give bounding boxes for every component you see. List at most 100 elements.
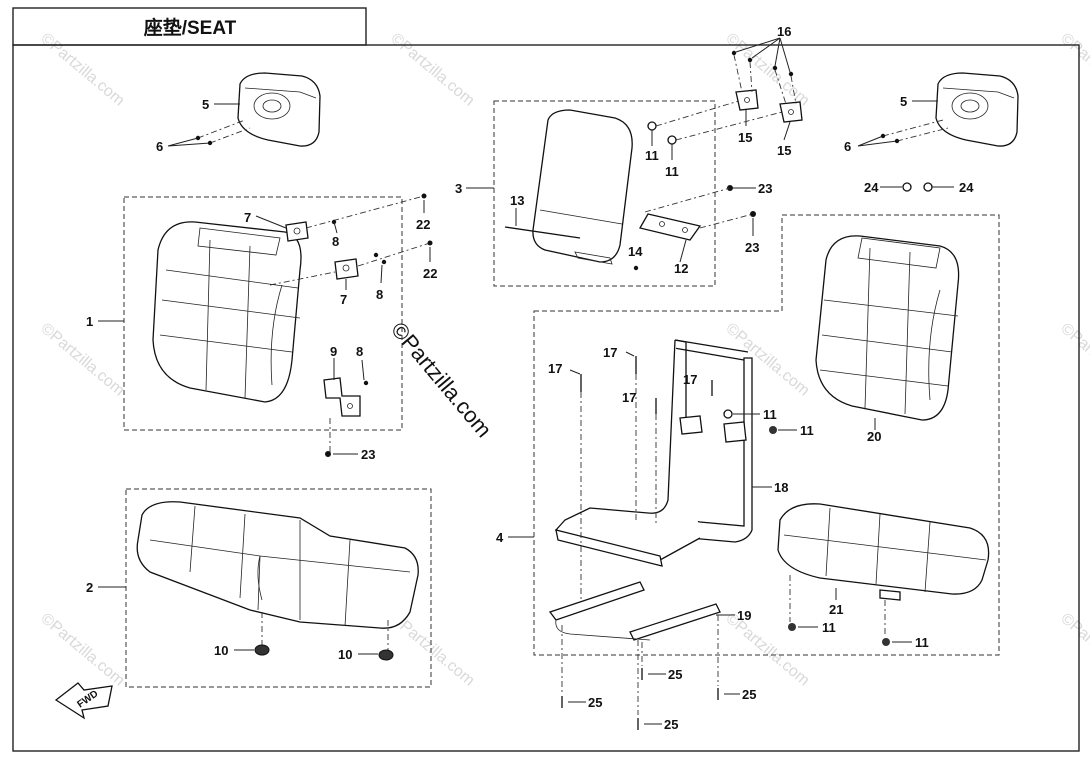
callout-23: 23	[361, 447, 375, 462]
leader-line	[568, 673, 740, 725]
watermark: ©Partzilla.com	[722, 610, 812, 689]
title-box	[12, 7, 367, 46]
seat-frame	[554, 339, 753, 567]
watermark: ©Partzilla.com	[387, 30, 477, 109]
callout-23: 23	[745, 240, 759, 255]
screw-icon	[772, 65, 778, 71]
callout-5: 5	[202, 97, 209, 112]
hinge-plate-left	[735, 89, 759, 111]
callout-25: 25	[664, 717, 678, 732]
leader-line	[255, 215, 287, 229]
screw-icon	[788, 71, 794, 77]
callout-11: 11	[665, 164, 679, 179]
nut-icon	[769, 426, 777, 434]
screw-icon	[880, 133, 886, 139]
callout-10: 10	[214, 643, 228, 658]
callout-2: 2	[86, 580, 93, 595]
washer-icon	[647, 121, 657, 131]
callout-11: 11	[645, 148, 659, 163]
nut-icon	[378, 649, 394, 661]
callout-11: 11	[915, 635, 929, 650]
callout-6: 6	[156, 139, 163, 154]
watermark: ©Partzilla.com	[722, 320, 812, 399]
diagram-title: 座垫/SEAT	[144, 16, 237, 39]
leader-line	[261, 612, 389, 652]
callout-12: 12	[674, 261, 688, 276]
callout-8: 8	[332, 234, 339, 249]
leader-line	[305, 195, 425, 229]
callout-20: 20	[867, 429, 881, 444]
callout-4: 4	[496, 530, 504, 545]
nut-icon	[882, 638, 890, 646]
hinge-plate-right	[779, 101, 803, 123]
nut-icon	[788, 623, 796, 631]
leader-line	[234, 649, 378, 655]
backrest-right	[815, 235, 960, 421]
leader-line	[361, 359, 365, 381]
bolt-icon	[427, 240, 433, 246]
leader-line	[789, 575, 886, 636]
callout-7: 7	[340, 292, 347, 307]
callout-6: 6	[844, 139, 851, 154]
bolt-icon	[750, 211, 756, 217]
leader-line	[357, 242, 431, 267]
leader-line	[679, 239, 687, 263]
small-backrest	[532, 109, 633, 265]
cushion-group-box	[125, 488, 432, 688]
backrest	[152, 221, 302, 403]
hinge-bracket	[323, 377, 361, 417]
leader-line	[733, 413, 797, 431]
callout-15: 15	[738, 130, 752, 145]
leader-line	[882, 119, 949, 142]
callout-9: 9	[330, 344, 337, 359]
frame-group-box	[533, 214, 1000, 656]
leader-line	[644, 187, 754, 229]
callout-19: 19	[737, 608, 751, 623]
leader-line	[655, 99, 783, 141]
pivot-rod	[504, 226, 581, 239]
watermark: ©Partzilla.com	[1057, 30, 1090, 109]
bolt-icon	[421, 193, 427, 199]
callout-11: 11	[800, 423, 814, 438]
screw-icon	[747, 57, 753, 63]
callout-8: 8	[356, 344, 363, 359]
screw-icon	[207, 140, 213, 146]
plug-icon	[902, 182, 912, 192]
watermark: ©Partzilla.com	[1057, 320, 1090, 399]
diagram-frame	[12, 44, 1080, 752]
leader-line	[167, 137, 211, 147]
callout-21: 21	[829, 602, 843, 617]
callout-17: 17	[683, 372, 697, 387]
watermark-center: ©Partzilla.com	[386, 317, 497, 442]
callout-10: 10	[338, 647, 352, 662]
washer-icon	[667, 135, 677, 145]
mounting-bracket	[639, 213, 702, 241]
callout-16: 16	[777, 24, 791, 39]
small-backrest-group-box	[493, 100, 716, 287]
leader-line	[798, 626, 912, 643]
callout-22: 22	[416, 217, 430, 232]
leader-line	[423, 200, 431, 262]
headrest-pad-right	[935, 72, 1019, 147]
bolt-icon	[381, 259, 387, 265]
washer-icon	[723, 409, 733, 419]
callout-8: 8	[376, 287, 383, 302]
callout-15: 15	[777, 143, 791, 158]
callout-23: 23	[758, 181, 772, 196]
bolt-icon	[373, 252, 379, 258]
leader-line	[380, 264, 383, 284]
leader-line	[745, 110, 791, 141]
callout-25: 25	[742, 687, 756, 702]
forward-arrow-icon: FWD	[54, 682, 113, 720]
leader-line	[580, 374, 657, 600]
callout-1: 1	[86, 314, 93, 329]
callout-25: 25	[588, 695, 602, 710]
callout-24: 24	[864, 180, 879, 195]
callout-11: 11	[763, 407, 777, 422]
callout-22: 22	[423, 266, 437, 281]
backrest-group-box	[123, 196, 403, 431]
callout-24: 24	[959, 180, 974, 195]
watermark: ©Partzilla.com	[37, 610, 127, 689]
leader-line	[333, 221, 338, 234]
callout-17: 17	[548, 361, 562, 376]
